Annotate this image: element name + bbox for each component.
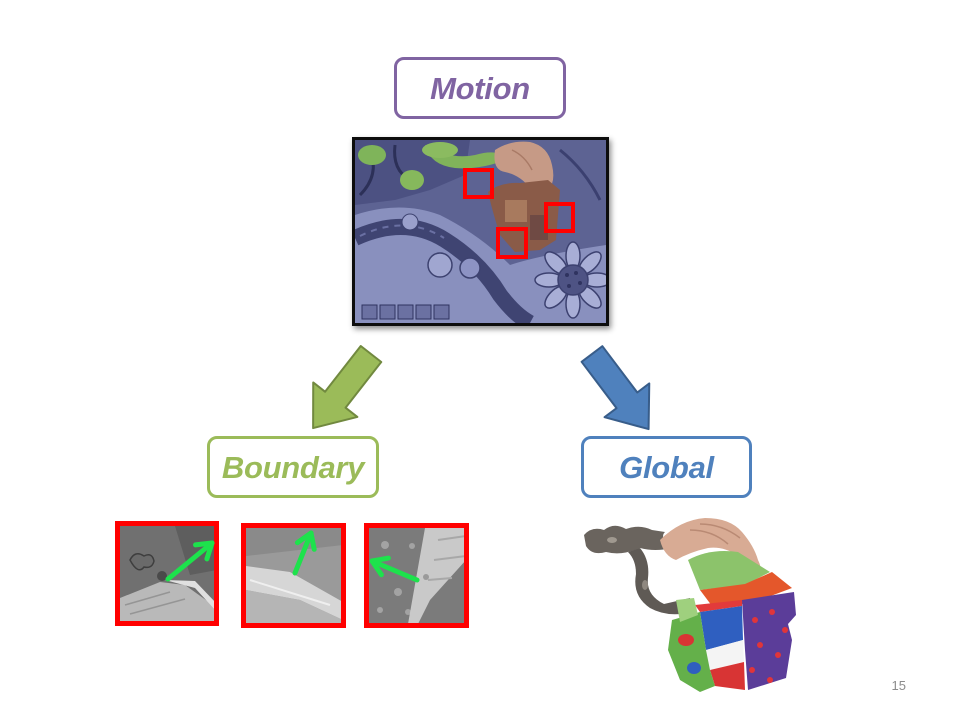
arrow-down-right-icon (580, 345, 651, 431)
boundary-patch-2 (241, 523, 346, 628)
motion-segmentation-frame-image (352, 137, 609, 326)
page-number: 15 (891, 678, 906, 693)
boundary-node: Boundary (207, 436, 379, 498)
arrow-down-left-icon (312, 344, 383, 430)
patch-border (115, 521, 219, 626)
edge-direction-arrow (292, 530, 317, 576)
motion-node: Motion (394, 57, 566, 119)
patch-border (364, 523, 469, 628)
edge-direction-arrow (369, 555, 420, 583)
flower (534, 241, 606, 319)
edge-direction-arrow (165, 540, 215, 582)
segmented-object-image (584, 518, 796, 692)
motion-region-marker (496, 227, 528, 259)
patch-border (241, 523, 346, 628)
motion-region-markers (463, 168, 575, 259)
hand (660, 518, 761, 574)
motion-region-marker (544, 202, 575, 233)
motion-region-marker (463, 168, 494, 199)
boundary-patch-1 (115, 521, 219, 626)
global-node: Global (581, 436, 752, 498)
boundary-patch-3 (364, 523, 469, 628)
hand (494, 141, 554, 190)
frame-scene (355, 140, 606, 323)
